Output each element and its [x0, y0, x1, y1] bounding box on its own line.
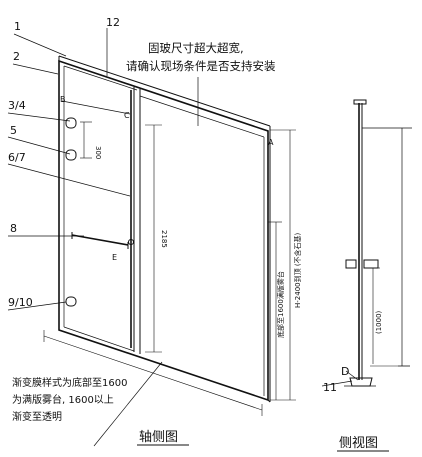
dim-1000: (1000): [375, 310, 383, 334]
side-handle-r: [363, 259, 379, 269]
hinge-top: [65, 117, 77, 129]
dim-300: 300: [94, 146, 102, 159]
point-A: A: [268, 138, 274, 147]
callout-1: 1: [14, 20, 21, 33]
side-view: [321, 99, 412, 387]
callout-6-7: 6/7: [8, 151, 26, 164]
towel-bar: [71, 234, 129, 246]
callout-12: 12: [106, 16, 120, 29]
leader-910: [7, 301, 67, 311]
leader-5: [7, 136, 71, 155]
handle-knob: [128, 239, 134, 245]
hinge-bottom: [65, 296, 77, 307]
door-inner-top: [63, 65, 138, 91]
callout-9-10: 9/10: [8, 296, 33, 309]
side-base: [349, 377, 373, 387]
dim-2185: 2185: [160, 230, 168, 248]
side-top-cap: [353, 99, 367, 105]
fixed-inner-top: [139, 95, 265, 138]
point-B: B: [60, 95, 66, 104]
leader-D: [345, 370, 359, 381]
bottom-note-line3: 渐变至透明: [12, 410, 62, 423]
top-note-line1: 固玻尺寸超大超宽,: [148, 41, 244, 55]
point-E: E: [112, 253, 117, 262]
callout-2: 2: [13, 50, 20, 63]
leader-11: [321, 380, 353, 387]
callout-11: 11: [323, 381, 337, 394]
dimension-labels: 300 2185 底部至1600满版雾台 H-2400到顶 (不含石基) (10…: [94, 146, 383, 338]
top-note-line2: 请确认现场条件是否支持安装: [126, 59, 276, 73]
leader-bottom-note: [93, 361, 163, 447]
bottom-note-line1: 渐变膜样式为底部至1600: [12, 376, 127, 389]
bottom-note: 渐变膜样式为底部至1600 为满版雾台, 1600以上 渐变至透明: [12, 376, 127, 423]
point-letters: A B C D E: [60, 95, 349, 378]
callout-labels: 1 2 12 3/4 5 6/7 8 9/10 11: [8, 16, 337, 394]
top-rail: [58, 55, 271, 127]
point-C: C: [124, 111, 130, 120]
axonometric-view: [7, 28, 296, 447]
right-post-foot: [267, 399, 271, 403]
title-axonometric: 轴侧图: [139, 430, 178, 445]
title-side: 侧视图: [339, 436, 378, 451]
dim-width-line: [43, 335, 263, 411]
side-handle-l: [345, 259, 357, 269]
leader-2: [12, 63, 59, 75]
leader-34: [7, 112, 71, 122]
leader-67: [7, 163, 131, 197]
top-note: 固玻尺寸超大超宽, 请确认现场条件是否支持安装: [126, 41, 276, 73]
callout-5: 5: [10, 124, 17, 137]
view-titles: 轴侧图 侧视图: [137, 430, 389, 452]
dim-frost: 底部至1600满版雾台: [276, 271, 285, 338]
callout-3-4: 3/4: [8, 99, 26, 112]
callout-8: 8: [10, 222, 17, 235]
bottom-note-line2: 为满版雾台, 1600以上: [12, 393, 114, 406]
point-D: D: [341, 365, 349, 378]
leader-B: [61, 100, 131, 115]
hinge-mid: [65, 149, 77, 161]
door-inner-bottom: [63, 326, 135, 352]
leader-1: [13, 33, 67, 57]
dim-overall-height: H-2400到顶 (不含石基): [293, 232, 302, 308]
